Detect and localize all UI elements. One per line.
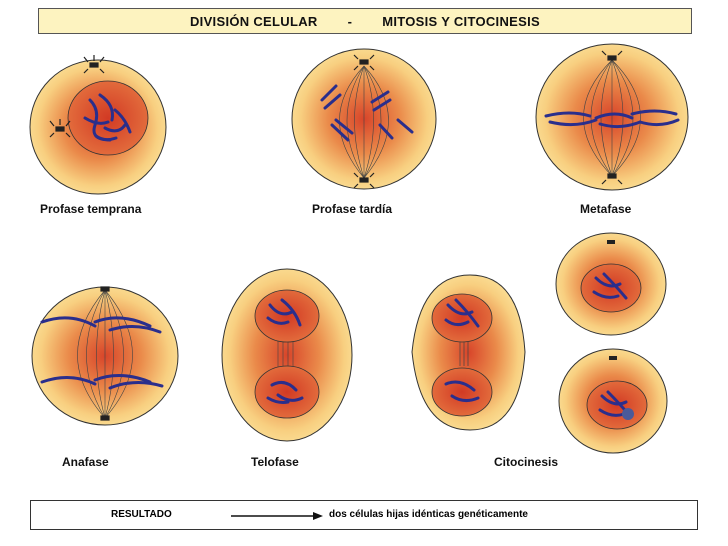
centrosome-icon — [100, 415, 110, 421]
cell-profase-tardia — [291, 48, 437, 190]
spindle — [339, 65, 389, 179]
chromosomes — [444, 298, 480, 403]
title-banner: DIVISIÓN CELULAR - MITOSIS Y CITOCINESIS — [38, 8, 692, 34]
title-separator: - — [347, 13, 353, 29]
label-profase-tardia: Profase tardía — [312, 202, 393, 216]
arrow-right-icon — [231, 512, 323, 520]
nucleus — [254, 289, 320, 343]
chromosomes — [266, 298, 304, 404]
result-text: dos células hijas idénticas genéticament… — [329, 509, 528, 520]
cell-citocinesis — [411, 274, 526, 431]
title-right: MITOSIS Y CITOCINESIS — [382, 13, 540, 29]
chromosomes — [83, 93, 132, 142]
nucleus — [254, 365, 320, 419]
title-left: DIVISIÓN CELULAR — [189, 13, 318, 29]
chromosomes — [40, 316, 164, 390]
label-metafase: Metafase — [580, 202, 632, 216]
nucleus — [431, 293, 493, 343]
centrosome-icon — [353, 54, 375, 71]
cell-metafase — [535, 43, 689, 191]
centrosome-icon — [49, 119, 71, 138]
centrosome-icon — [607, 240, 615, 244]
nucleus — [580, 263, 642, 313]
centrosome-icon — [83, 55, 105, 74]
cell-profase-temprana — [29, 55, 167, 195]
label-profase-temprana: Profase temprana — [40, 202, 142, 216]
result-label: RESULTADO — [111, 509, 172, 520]
centrosome-icon — [609, 356, 617, 360]
spindle — [77, 289, 133, 419]
centrosome-icon — [601, 173, 623, 185]
centrosome-icon — [353, 172, 375, 189]
daughter-cell-bottom — [558, 348, 668, 454]
label-anafase: Anafase — [62, 455, 109, 469]
chromosomes — [320, 84, 414, 142]
label-telofase: Telofase — [251, 455, 299, 469]
metaphase-plate — [544, 109, 680, 129]
nucleus — [431, 367, 493, 417]
nucleolus — [622, 408, 634, 420]
nucleus — [67, 80, 149, 156]
daughter-cell-top — [555, 232, 667, 336]
result-box: RESULTADO dos células hijas idénticas ge… — [30, 500, 698, 530]
label-citocinesis: Citocinesis — [494, 455, 559, 469]
centrosome-icon — [601, 50, 623, 61]
centrosome-icon — [100, 286, 110, 292]
cell-anafase — [31, 286, 179, 426]
cell-telofase — [221, 268, 353, 442]
